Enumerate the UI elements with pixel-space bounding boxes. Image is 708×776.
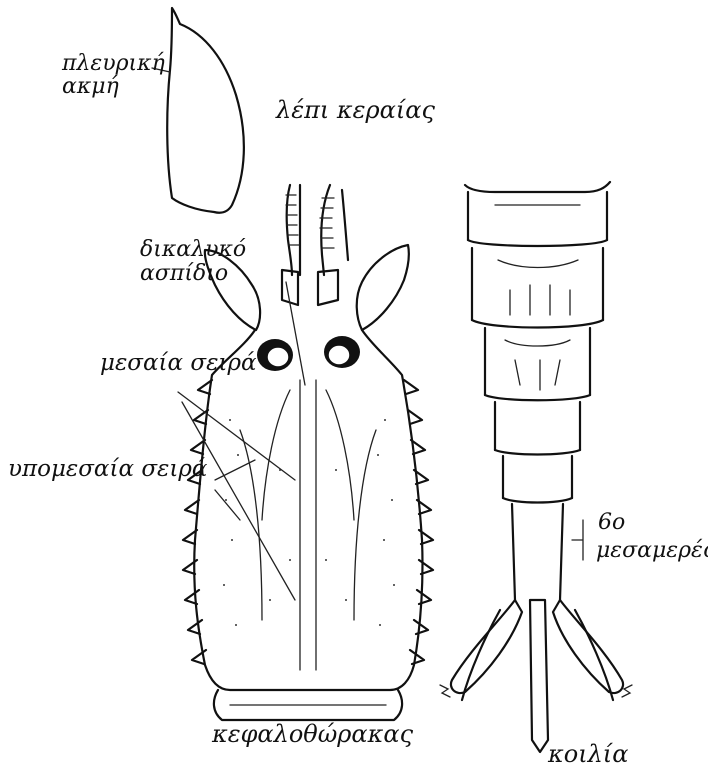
label-kefalothorakas: κεφαλοθώρακας — [212, 722, 413, 746]
abdomen-drawing — [440, 182, 632, 752]
label-segment-number: 6ο — [598, 512, 625, 534]
label-pleuriki-akmi: πλευρική ακμή — [62, 52, 165, 98]
antennal-scale-drawing — [167, 8, 244, 213]
leader-ypomesaia-seira — [215, 460, 255, 520]
label-ypomesaia-seira: υπομεσαία σειρά — [8, 458, 207, 481]
leader-lines — [152, 68, 583, 600]
leader-dikalyko-aspidio — [286, 282, 305, 385]
label-lepi-keraias: λέπι κεραίας — [276, 98, 435, 122]
label-segment-word: μεσαμερές — [596, 540, 708, 562]
label-dikalyko-aspidio: δικαλυκό ασπίδιο — [140, 238, 246, 286]
leader-segment-6 — [572, 520, 583, 560]
label-koilia: κοιλία — [548, 742, 628, 766]
label-mesaia-seira: μεσαία σειρά — [100, 352, 257, 375]
